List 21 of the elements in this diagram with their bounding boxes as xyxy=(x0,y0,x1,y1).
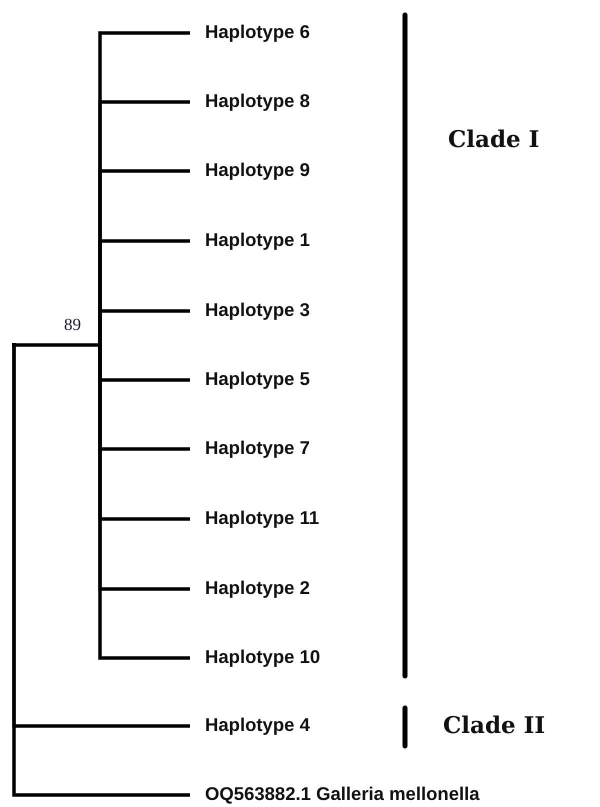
tree-node-point xyxy=(12,343,16,347)
taxon-label: Haplotype 1 xyxy=(190,229,310,253)
taxon-label: Haplotype 5 xyxy=(190,368,310,392)
taxon-label: Haplotype 9 xyxy=(190,159,310,183)
taxon-label: Haplotype 6 xyxy=(190,21,310,45)
taxon-label: OQ563882.1 Galleria mellonella xyxy=(190,783,480,807)
taxon-label: Haplotype 11 xyxy=(190,507,320,531)
taxon-label: Haplotype 2 xyxy=(190,577,310,601)
tree-node-point xyxy=(98,343,102,347)
tree-branch xyxy=(12,347,190,797)
bootstrap-value: 89 xyxy=(64,315,81,335)
taxon-label: Haplotype 3 xyxy=(190,299,310,323)
taxon-label: Haplotype 7 xyxy=(190,437,310,461)
taxon-label: Haplotype 10 xyxy=(190,646,320,670)
clade-label: Clade I xyxy=(448,126,540,153)
clade-label: Clade II xyxy=(443,712,546,739)
tree-branch xyxy=(98,347,190,660)
taxon-label: Haplotype 8 xyxy=(190,90,310,114)
taxon-label: Haplotype 4 xyxy=(190,714,310,738)
tree-branch xyxy=(98,309,190,343)
tree-branch xyxy=(16,343,98,347)
